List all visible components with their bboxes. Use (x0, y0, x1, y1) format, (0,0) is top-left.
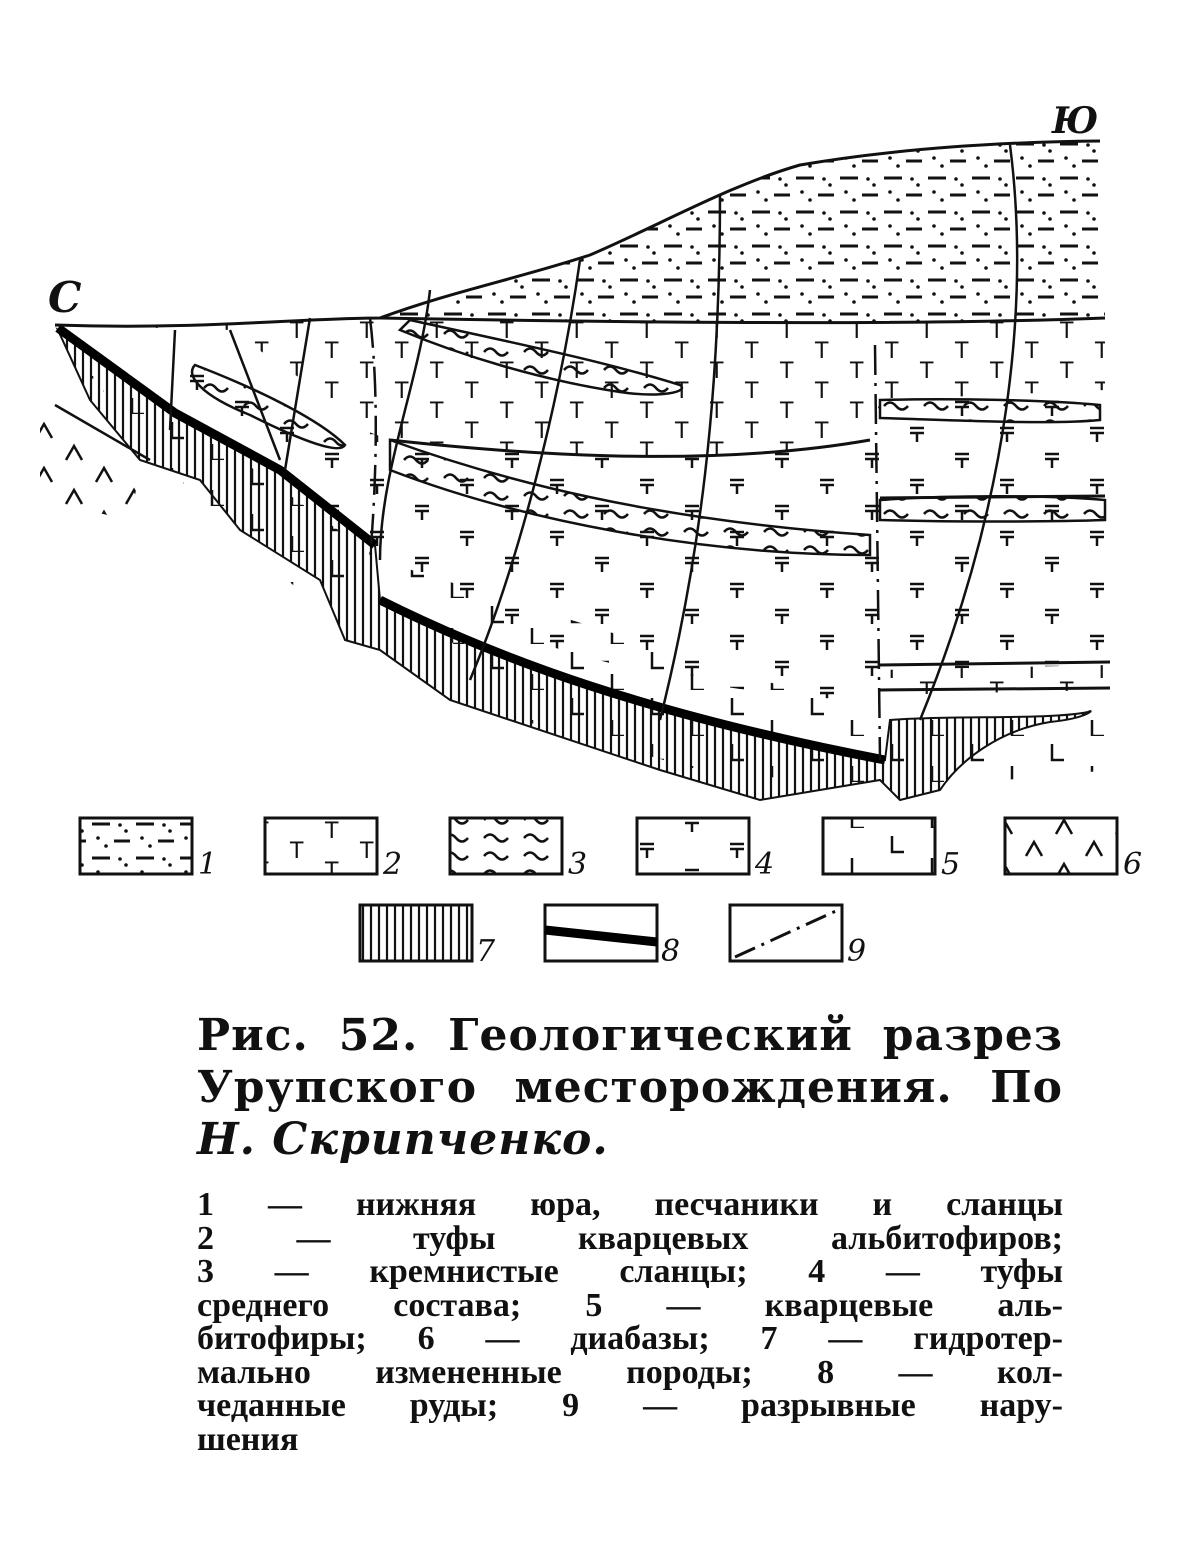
caption-line: Рис. 52. Геологический разрез (197, 1010, 1063, 1061)
geological-cross-section: T T (40, 100, 1142, 969)
legend-number-1: 1 (198, 847, 217, 882)
legend-number-7: 7 (476, 934, 496, 969)
legend-number-8: 8 (661, 934, 680, 969)
description-line: битофиры; 6 — диабазы; 7 — гидротер- (197, 1320, 1063, 1357)
topography-surface (54, 139, 1101, 328)
caption-line: Урупского месторождения. По (197, 1062, 1063, 1113)
figure-caption: Рис. 52. Геологический разрез Урупского … (197, 1010, 1063, 1166)
description-line: мально измененные породы; 8 — кол- (197, 1353, 1063, 1391)
legend (78, 816, 1119, 963)
description-line: 3 — кремнистые сланцы; 4 — туфы (197, 1253, 1063, 1290)
legend-swatch-7 (358, 903, 474, 963)
legend-numbers: 1 2 3 4 5 6 7 8 9 (198, 847, 1142, 969)
legend-swatch-1 (78, 816, 194, 876)
legend-swatch-4 (635, 816, 751, 876)
caption-author: Н. Скрипченко. (197, 1114, 609, 1165)
legend-description: 1 — нижняя юра, песчаники и сланцы 2 — т… (197, 1188, 1063, 1456)
direction-south-label: Ю (1051, 100, 1098, 142)
legend-swatch-5 (821, 816, 937, 876)
description-line: среднего состава; 5 — кварцевые аль- (197, 1286, 1063, 1324)
ore-band (55, 324, 886, 765)
legend-number-9: 9 (847, 934, 866, 969)
unit-sandstone (380, 141, 1105, 323)
siliceous-shale-lenses (190, 318, 1107, 557)
direction-north-label: С (48, 273, 82, 322)
description-line: шения (197, 1420, 299, 1458)
unit-albitophyre-tuff (60, 318, 1105, 456)
legend-number-5: 5 (941, 847, 960, 882)
legend-number-2: 2 (382, 847, 402, 882)
legend-swatch-3 (448, 816, 564, 876)
legend-swatch-6 (1003, 816, 1119, 876)
unit-diabase-region (40, 420, 140, 520)
legend-number-6: 6 (1123, 847, 1142, 882)
description-line: 1 — нижняя юра, песчаники и сланцы (197, 1186, 1063, 1223)
description-line: 2 — туфы кварцевых альбитофиров; (197, 1219, 1063, 1257)
legend-number-3: 3 (568, 847, 587, 882)
description-line: чеданные руды; 9 — разрывные нару- (197, 1387, 1063, 1424)
legend-number-4: 4 (754, 847, 774, 882)
legend-swatch-2 (263, 816, 379, 876)
faults (168, 144, 1019, 761)
